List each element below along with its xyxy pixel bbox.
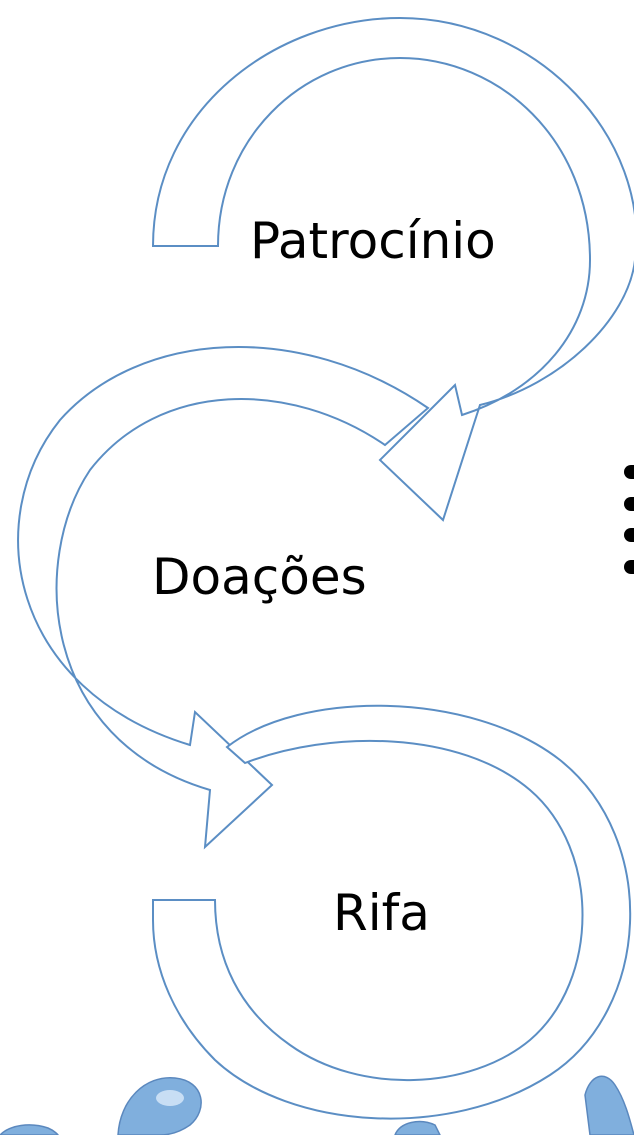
bullet-marker-3 [624,528,634,542]
arrow-patrocinio-to-doacoes [151,16,634,522]
splash-drop-left [117,1077,202,1136]
bullet-marker-4 [624,560,634,574]
arrow-doacoes-to-rifa [17,346,430,850]
bullet-marker-1 [624,465,634,479]
splash-edge-left [0,1124,60,1136]
arrow-rifa-cycle [152,704,632,1120]
step-label-patrocinio: Patrocínio [250,212,496,270]
bullet-marker-2 [624,497,634,511]
step-label-doacoes: Doações [152,548,367,606]
step-label-rifa: Rifa [333,884,430,942]
splash-drop-right [584,1075,634,1136]
splash-highlight-left [156,1090,184,1106]
splash-edge-mid [393,1120,442,1136]
